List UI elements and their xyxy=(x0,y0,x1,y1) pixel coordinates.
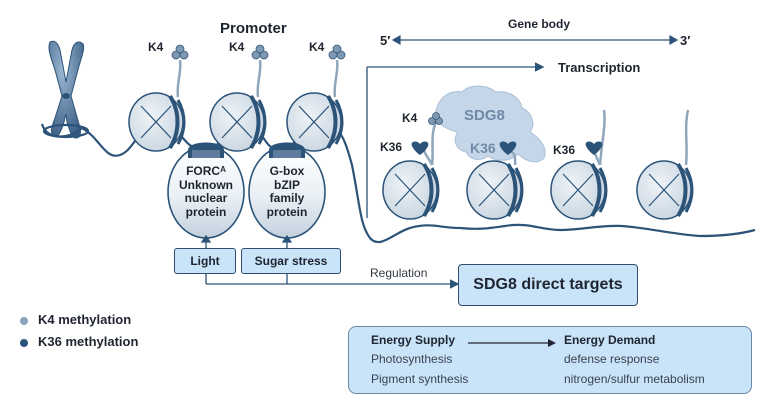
supply-to-demand-arrow xyxy=(468,339,556,347)
k4-label: K4 xyxy=(402,111,418,125)
promoter-label: Promoter xyxy=(220,20,287,37)
k36-label: K36 xyxy=(380,140,403,154)
supply-item: Photosynthesis xyxy=(371,352,453,366)
factor-forc-line: Unknown xyxy=(179,177,233,192)
k4-label: K4 xyxy=(148,40,164,54)
sugar-stress-box: Sugar stress xyxy=(241,248,341,274)
gene-body-arrow xyxy=(391,34,679,46)
k36-marks xyxy=(411,141,603,155)
nucleosome xyxy=(550,160,608,220)
dna-coil xyxy=(42,123,90,139)
nucleosome xyxy=(128,92,186,152)
gene-body-k4-marks xyxy=(428,112,443,125)
factor-forc-shape xyxy=(167,142,245,239)
chromosome-icon xyxy=(48,40,85,139)
energy-supply-title: Energy Supply xyxy=(371,333,456,347)
factor-gbox-shape xyxy=(248,142,326,239)
promoter-nucleosomes xyxy=(128,92,344,152)
promoter-k4-tails xyxy=(171,44,346,98)
nucleosome xyxy=(286,92,344,152)
three-prime-label: 3′ xyxy=(680,33,691,48)
k4-legend-label: K4 methylation xyxy=(38,312,132,327)
factor-forc-line: nuclear xyxy=(184,191,228,205)
factor-gbox-line: family xyxy=(269,191,305,205)
k36-label: K36 xyxy=(553,143,576,157)
factor-forc: FORCᴬ Unknown nuclear protein xyxy=(168,164,244,219)
factor-forc-line: FORCᴬ xyxy=(186,164,226,178)
transcription-label: Transcription xyxy=(558,60,641,75)
factor-forc-line: protein xyxy=(185,204,227,219)
sdg8-label: SDG8 xyxy=(464,107,505,124)
nucleosome xyxy=(466,160,524,220)
gene-body-label: Gene body xyxy=(508,17,571,31)
nucleosome xyxy=(209,92,267,152)
k36-legend-dot xyxy=(20,339,28,347)
signal-to-factor-arrows xyxy=(200,234,293,248)
regulation-label: Regulation xyxy=(370,266,428,280)
k4-label: K4 xyxy=(309,40,325,54)
factor-gbox-line: bZIP xyxy=(274,177,300,192)
gene-body-nucleosomes xyxy=(382,160,694,220)
light-box: Light xyxy=(174,248,236,274)
sdg8-enzyme-shape xyxy=(435,85,546,163)
demand-item: defense response xyxy=(564,352,660,366)
nucleosome xyxy=(382,160,440,220)
supply-item: Pigment synthesis xyxy=(371,372,469,386)
factor-gbox: G-box bZIP family protein xyxy=(249,164,325,219)
energy-box: Energy Supply Energy Demand Photosynthes… xyxy=(348,326,752,394)
sdg8-direct-targets-box: SDG8 direct targets xyxy=(458,264,638,306)
transcription-start-arrow xyxy=(366,62,545,218)
factor-gbox-line: G-box xyxy=(269,164,305,178)
k36-legend-label: K36 methylation xyxy=(38,334,139,349)
k4-label: K4 xyxy=(229,40,245,54)
nucleosome xyxy=(636,160,694,220)
energy-demand-title: Energy Demand xyxy=(564,333,656,347)
five-prime-label: 5′ xyxy=(380,33,391,48)
k4-legend-dot xyxy=(20,317,28,325)
demand-item: nitrogen/sulfur metabolism xyxy=(564,372,705,386)
k36-label-blob: K36 xyxy=(470,140,496,156)
factor-gbox-line: protein xyxy=(266,204,308,219)
